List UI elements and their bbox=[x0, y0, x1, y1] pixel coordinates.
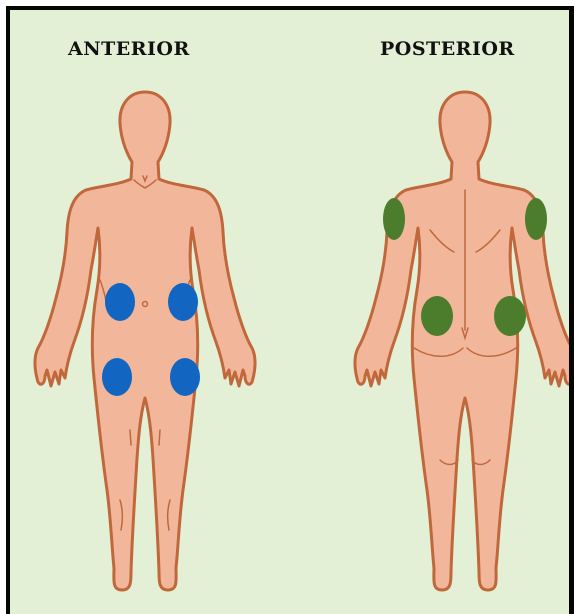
site-marker-left-buttock bbox=[421, 296, 453, 336]
site-marker-right-abdomen bbox=[168, 283, 198, 321]
anterior-body-outline bbox=[35, 92, 255, 590]
site-marker-right-buttock bbox=[494, 296, 526, 336]
anterior-label: ANTERIOR bbox=[68, 38, 190, 60]
site-marker-left-abdomen bbox=[105, 283, 135, 321]
site-marker-left-thigh bbox=[102, 358, 132, 396]
posterior-body-figure bbox=[350, 80, 574, 600]
site-marker-left-upper-arm bbox=[383, 198, 405, 240]
site-marker-right-thigh bbox=[170, 358, 200, 396]
posterior-body-outline bbox=[355, 92, 574, 590]
site-marker-right-upper-arm bbox=[525, 198, 547, 240]
diagram-frame: ANTERIOR POSTERIOR bbox=[6, 6, 574, 614]
anterior-body-figure bbox=[30, 80, 260, 600]
posterior-label: POSTERIOR bbox=[380, 38, 515, 60]
